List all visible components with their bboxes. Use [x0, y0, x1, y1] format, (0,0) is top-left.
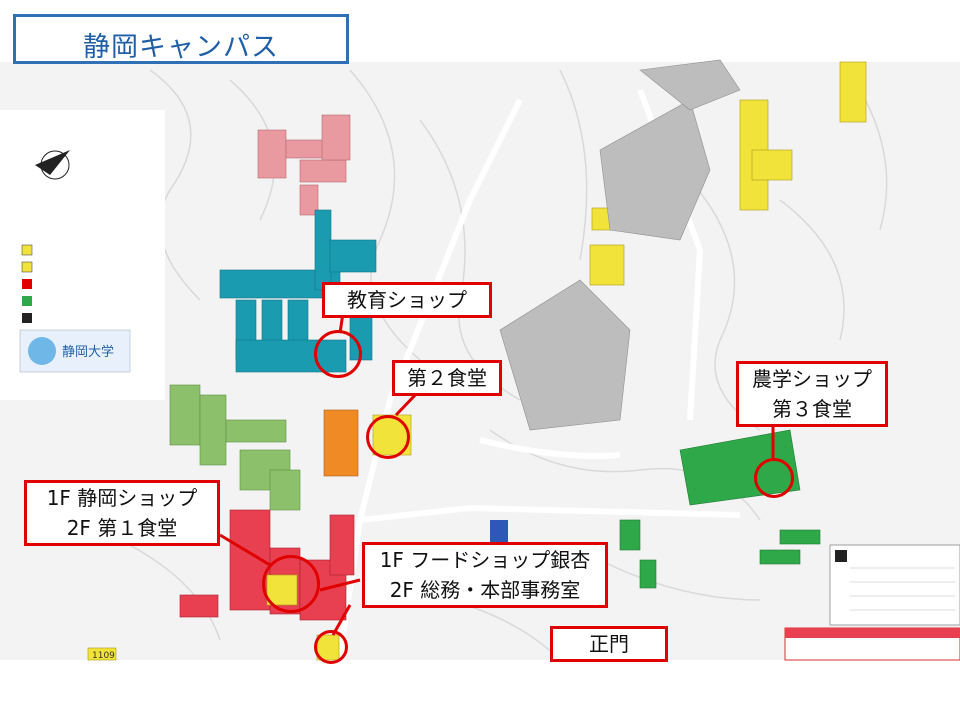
- evacuation-icon: [22, 296, 32, 306]
- kyoiku-shop-callout: 教育ショップ: [322, 282, 492, 318]
- shizuoka-shop-label-1: 1F 静岡ショップ: [46, 486, 198, 510]
- bottom-code-swatch: [87, 647, 117, 661]
- kyoiku-shop-label: 教育ショップ: [347, 288, 467, 312]
- shizuoka-shop-label-2: 2F 第１食堂: [66, 516, 178, 540]
- nogaku-shop-label-2: 第３食堂: [772, 397, 852, 421]
- nogaku-shop-ring: [754, 458, 794, 498]
- science-buildings: [169, 384, 301, 511]
- shizuoka-shop-callout: 1F 静岡ショップ 2F 第１食堂: [24, 480, 220, 546]
- cafeteria2-label: 第２食堂: [407, 366, 487, 390]
- main-gate-callout: 正門: [550, 626, 668, 662]
- food-shop-callout: 1F フードショップ銀杏 2F 総務・本部事務室: [362, 542, 608, 608]
- food-shop-label-2: 2F 総務・本部事務室: [389, 578, 581, 602]
- humanities-buildings: [257, 114, 351, 216]
- mascot-icon: [28, 337, 56, 365]
- university-name: 静岡大学: [62, 344, 114, 360]
- main-gate-label: 正門: [589, 632, 629, 656]
- food-shop-label-1: 1F フードショップ銀杏: [379, 548, 591, 572]
- nogaku-shop-label-1: 農学ショップ: [752, 367, 872, 391]
- info-board-icon: [22, 313, 32, 323]
- food-shop-ring: [314, 630, 348, 664]
- cafeteria-icon: [21, 244, 33, 256]
- bottom-code-label: 1109: [92, 651, 115, 661]
- bottom-right-table: [784, 627, 960, 661]
- cafeteria2-callout: 第２食堂: [392, 360, 502, 396]
- agri-info-panel: [829, 544, 960, 626]
- sports-fields: [499, 59, 741, 431]
- page-title-box: 静岡キャンパス: [13, 14, 349, 64]
- nogaku-shop-callout: 農学ショップ 第３食堂: [736, 361, 888, 427]
- legend-panel: 静岡大学: [0, 110, 165, 400]
- library-building: [323, 409, 359, 477]
- shizuoka-shop-ring: [262, 555, 320, 613]
- yellow-facilities: [266, 61, 867, 661]
- lavatory-icon: [21, 261, 33, 273]
- aed-icon: [22, 279, 32, 289]
- kyoiku-shop-ring: [314, 330, 362, 378]
- page-title: 静岡キャンパス: [83, 32, 279, 63]
- north-arrow-icon: [35, 150, 70, 175]
- info-icon: [835, 550, 847, 562]
- cafeteria2-ring: [366, 415, 410, 459]
